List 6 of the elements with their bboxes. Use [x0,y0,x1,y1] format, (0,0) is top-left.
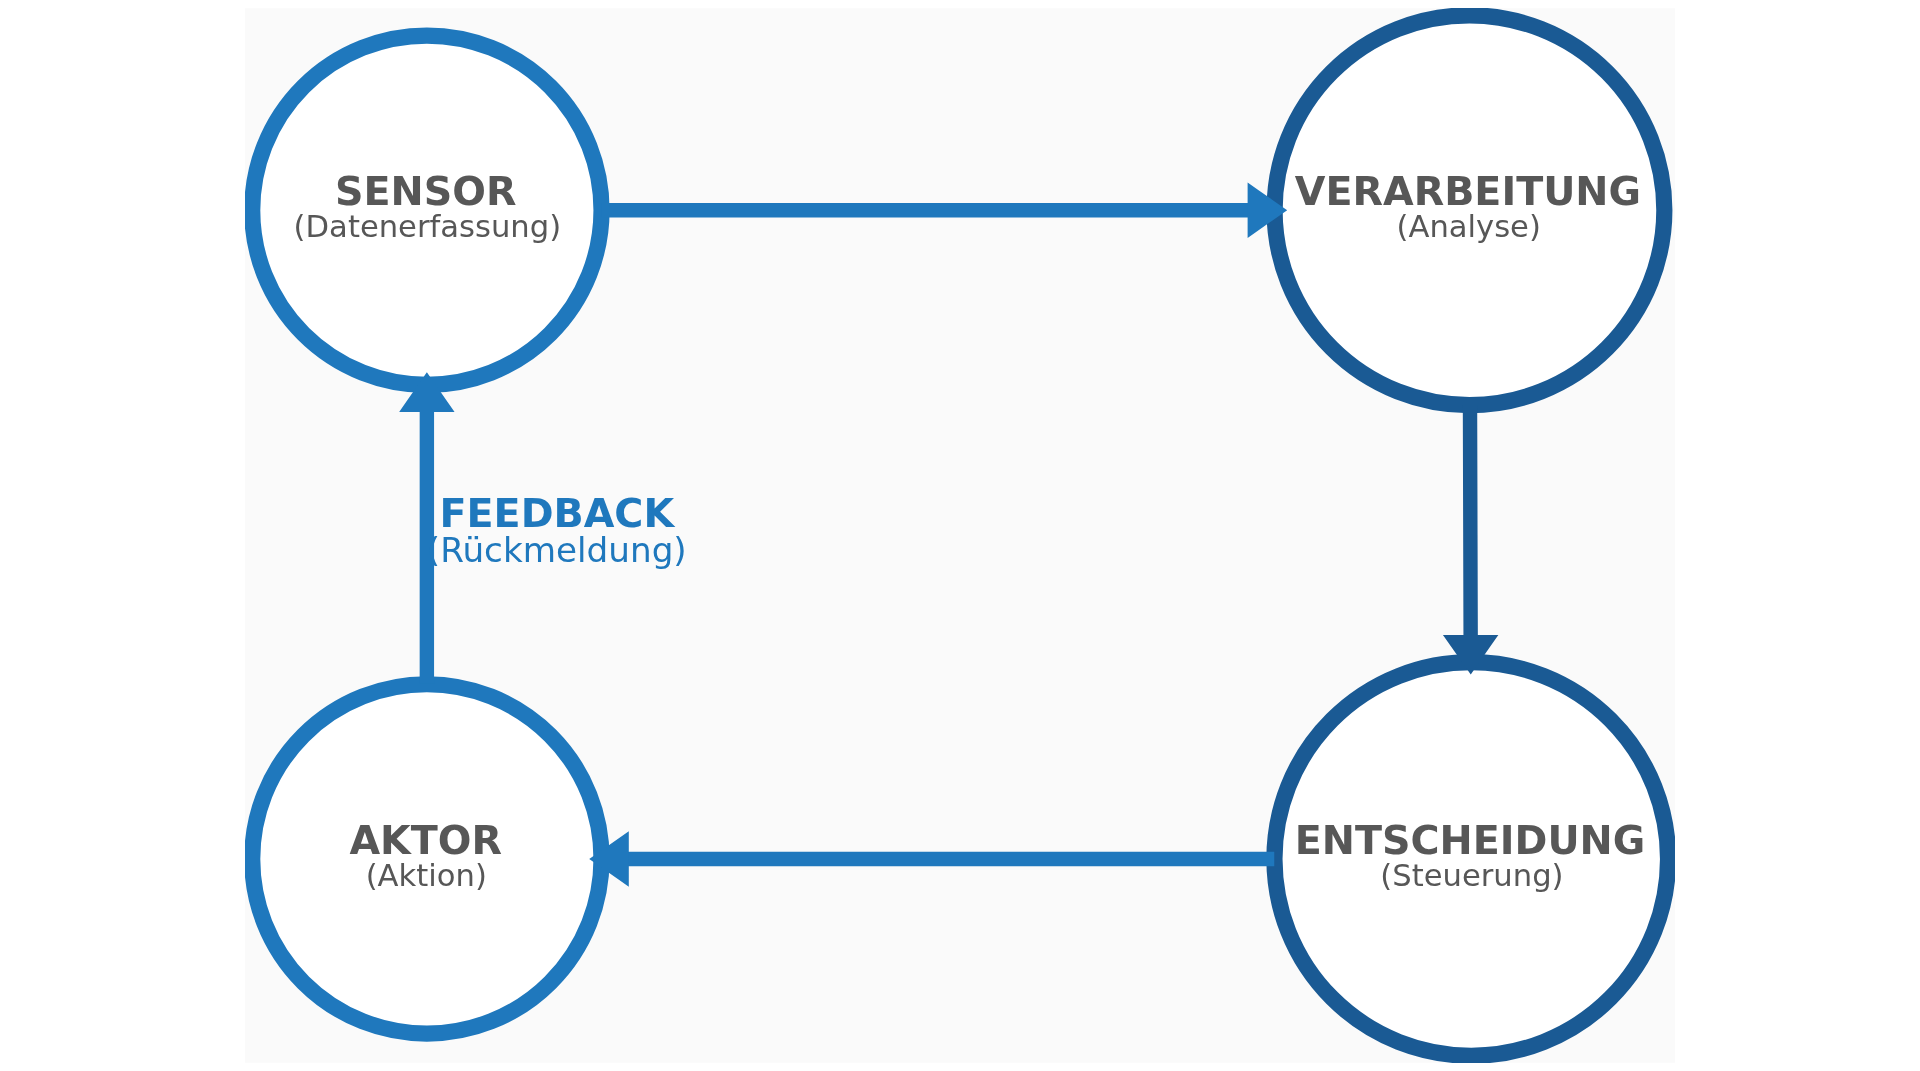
node-circle: AKTOR (Aktion) [245,676,610,1042]
node-circle: ENTSCHEIDUNG (Steuerung) [1266,654,1675,1063]
node-circle: SENSOR (Datenerfassung) [245,27,610,393]
arrow [589,831,1275,887]
edge-label: FEEDBACK (Rückmeldung) [426,489,687,570]
node-circle: VERARBEITUNG (Analyse) [1266,8,1673,414]
